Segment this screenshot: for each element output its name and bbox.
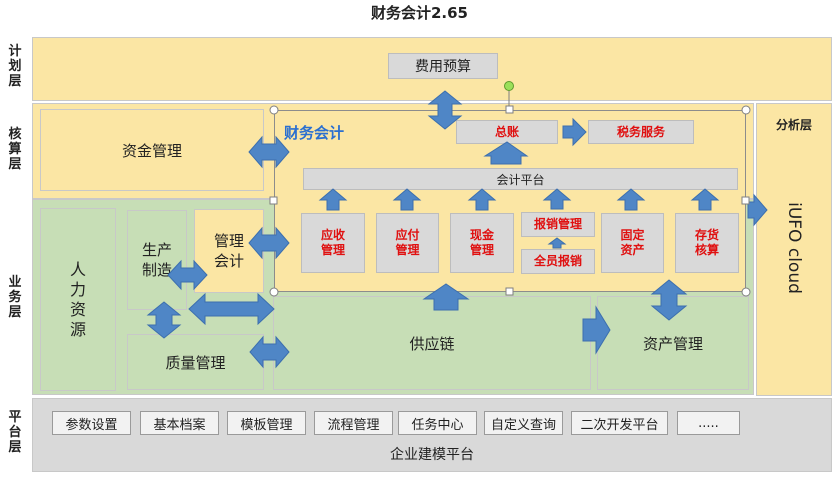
- fund-management-label: 资金管理: [121, 141, 182, 160]
- platform-button-label: 基本档案: [153, 417, 206, 433]
- platform-button-more[interactable]: .....: [677, 411, 740, 435]
- platform-button-label: 自定义查询: [490, 417, 556, 433]
- analysis-layer-column: [756, 103, 832, 396]
- platform-button-template[interactable]: 模板管理: [227, 411, 306, 435]
- platform-button-params[interactable]: 参数设置: [52, 411, 131, 435]
- expense-management-box[interactable]: 报销管理: [521, 212, 595, 237]
- arrow-asset-finance: [650, 279, 688, 321]
- ar-management-box[interactable]: 应收管理: [301, 213, 365, 273]
- arrow-production-quality: [146, 301, 182, 339]
- management-accounting-label: 管理会计: [213, 232, 244, 270]
- enterprise-modeling-platform-label: 企业建模平台: [390, 447, 474, 463]
- platform-button-task-center[interactable]: 任务中心: [398, 411, 477, 435]
- accounting-platform-label: 会计平台: [496, 172, 545, 187]
- fixed-assets-box[interactable]: 固定资产: [601, 213, 664, 273]
- quality-management-box[interactable]: 质量管理: [127, 334, 264, 390]
- analysis-layer-label: 分析层: [775, 118, 812, 132]
- production-label: 生产制造: [141, 241, 172, 279]
- quality-management-label: 质量管理: [165, 353, 226, 372]
- fixed-assets-label: 固定资产: [620, 228, 645, 257]
- hr-label: 人力资源: [69, 259, 86, 339]
- arrow-finance-analysis: [747, 193, 768, 227]
- arrow-mgmt-supply: [188, 292, 275, 326]
- cash-management-box[interactable]: 现金管理: [450, 213, 514, 273]
- layer-label-plan: 计划层: [8, 44, 22, 89]
- arrow-fund-finance: [248, 135, 290, 169]
- asset-management-label: 资产管理: [642, 334, 703, 353]
- expense-management-label: 报销管理: [533, 217, 582, 231]
- layer-label-business: 业务层: [8, 275, 22, 320]
- accounting-platform-bar[interactable]: 会计平台: [303, 168, 738, 190]
- cash-management-label: 现金管理: [469, 228, 494, 257]
- platform-button-label: 参数设置: [65, 417, 118, 433]
- inventory-accounting-label: 存货核算: [694, 228, 719, 257]
- general-ledger-box[interactable]: 总账: [456, 120, 558, 144]
- all-staff-expense-label: 全员报销: [533, 254, 582, 268]
- arrow-platform-ledger: [483, 141, 529, 165]
- platform-button-label: 流程管理: [327, 417, 380, 433]
- platform-button-label: 模板管理: [240, 417, 293, 433]
- supply-chain-box[interactable]: 供应链: [273, 296, 591, 390]
- budget-box[interactable]: 费用预算: [388, 53, 498, 79]
- general-ledger-label: 总账: [494, 124, 519, 139]
- arrow-budget-ledger: [427, 90, 463, 130]
- arrow-ledger-tax: [562, 117, 587, 147]
- finance-accounting-title: 财务会计: [284, 124, 345, 142]
- arrow-allstaff-expense: [547, 237, 567, 249]
- ap-management-box[interactable]: 应付管理: [376, 213, 439, 273]
- hr-box[interactable]: 人力资源: [40, 208, 116, 391]
- supply-chain-label: 供应链: [409, 334, 455, 353]
- rotate-handle: [504, 81, 514, 91]
- fund-management-box[interactable]: 资金管理: [40, 109, 264, 191]
- platform-button-basic-archive[interactable]: 基本档案: [140, 411, 219, 435]
- layer-label-platform: 平台层: [8, 410, 22, 455]
- arrow-supply-finance: [422, 283, 470, 311]
- production-box[interactable]: 生产制造: [127, 210, 187, 310]
- arrow-up-fixed: [616, 188, 646, 211]
- inventory-accounting-box[interactable]: 存货核算: [675, 213, 739, 273]
- platform-button-process[interactable]: 流程管理: [314, 411, 393, 435]
- ar-management-label: 应收管理: [320, 228, 345, 257]
- management-accounting-box[interactable]: 管理会计: [194, 209, 264, 293]
- arrow-supply-asset: [582, 305, 611, 355]
- all-staff-expense-box[interactable]: 全员报销: [521, 249, 595, 274]
- platform-layer-band: [32, 398, 832, 472]
- ap-management-label: 应付管理: [395, 228, 420, 257]
- arrow-up-inventory: [690, 188, 720, 211]
- arrow-quality-supply: [249, 335, 290, 369]
- arrow-up-cash: [467, 188, 497, 211]
- arrow-mgmt-finance: [248, 226, 290, 260]
- platform-button-label: 二次开发平台: [580, 417, 659, 433]
- tax-service-label: 税务服务: [616, 124, 665, 139]
- platform-button-label: 任务中心: [411, 417, 464, 433]
- layer-label-accounting: 核算层: [8, 127, 22, 172]
- platform-button-custom-query[interactable]: 自定义查询: [484, 411, 563, 435]
- platform-button-dev-platform[interactable]: 二次开发平台: [571, 411, 668, 435]
- arrow-up-expense: [542, 188, 572, 210]
- arrow-up-ap: [392, 188, 422, 211]
- arrow-production-mgmt: [167, 259, 208, 291]
- budget-label: 费用预算: [415, 59, 471, 75]
- diagram-title: 财务会计2.65: [370, 4, 468, 22]
- tax-service-box[interactable]: 税务服务: [588, 120, 694, 144]
- selection-handles: [269, 105, 751, 297]
- arrow-up-ar: [318, 188, 348, 211]
- platform-button-label: .....: [698, 415, 719, 431]
